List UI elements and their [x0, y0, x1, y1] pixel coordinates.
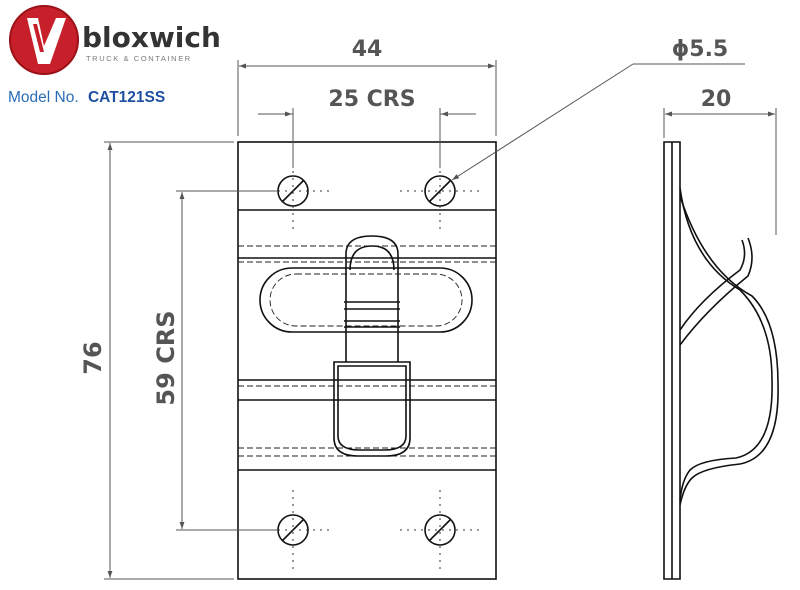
model-label: Model No.	[8, 89, 79, 106]
brand-subtitle: TRUCK & CONTAINER	[86, 54, 192, 63]
side-latch-profile	[679, 187, 773, 501]
dimension-overall-width: 44	[237, 37, 497, 136]
latch-tongue	[345, 235, 399, 362]
dim-label-20: 20	[701, 87, 732, 112]
model-number: Model No. CAT121SS	[8, 89, 165, 106]
front-view	[237, 141, 497, 580]
dimension-hole-centres-vertical: 59 CRS	[152, 190, 278, 531]
dimension-hole-diameter: ϕ5.5	[451, 37, 745, 181]
logo-mark-icon	[9, 5, 79, 75]
side-plate	[663, 141, 681, 580]
model-code: CAT121SS	[88, 89, 165, 106]
dim-label-59-crs: 59 CRS	[152, 310, 180, 405]
dimension-side-depth: 20	[663, 87, 777, 235]
mounting-hole-bottom-right	[424, 514, 456, 546]
dim-label-44: 44	[352, 37, 383, 62]
side-view	[663, 141, 779, 580]
dim-label-diameter: ϕ5.5	[672, 37, 729, 62]
dim-label-76: 76	[79, 341, 107, 374]
brand-name: bloxwich	[82, 21, 221, 54]
plate-outline	[237, 141, 497, 580]
dimension-hole-centres-horizontal: 25 CRS	[258, 87, 476, 168]
brand-logo: bloxwich TRUCK & CONTAINER	[9, 5, 221, 75]
svg-text:Model No. CAT121SS: Model No. CAT121SS	[8, 89, 165, 106]
latch-base	[333, 361, 411, 457]
dim-label-25-crs: 25 CRS	[328, 87, 415, 112]
latch-slot	[259, 267, 473, 333]
dimension-overall-height: 76	[79, 141, 234, 580]
